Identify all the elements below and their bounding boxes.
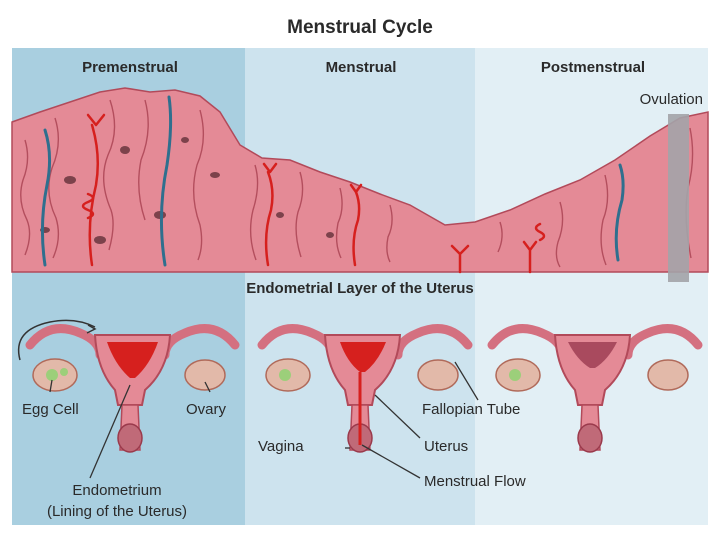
label-endometrium: Endometrium: [72, 482, 161, 499]
phase-label-menstrual: Menstrual: [326, 59, 397, 76]
diagram-title: Menstrual Cycle: [287, 17, 433, 38]
label-egg-cell: Egg Cell: [22, 401, 79, 418]
endometrial-layer-label: Endometrial Layer of the Uterus: [246, 280, 474, 297]
ovulation-bar: [668, 114, 689, 282]
label-vagina: Vagina: [258, 438, 304, 455]
phase-label-premenstrual: Premenstrual: [82, 59, 178, 76]
endometrial-tissue: [11, 87, 709, 274]
ovulation-label: Ovulation: [640, 91, 703, 108]
label-ovary: Ovary: [186, 401, 227, 418]
label-uterus: Uterus: [424, 438, 468, 455]
label-endometrium-note: (Lining of the Uterus): [47, 503, 187, 520]
label-fallopian-tube: Fallopian Tube: [422, 401, 520, 418]
label-menstrual-flow: Menstrual Flow: [424, 473, 526, 490]
uterus-menstrual: [257, 324, 473, 453]
uterus-premenstrual: [17, 319, 240, 453]
uterus-postmenstrual: [487, 324, 703, 453]
phase-label-postmenstrual: Postmenstrual: [541, 59, 645, 76]
leader-lines: [49, 361, 479, 479]
